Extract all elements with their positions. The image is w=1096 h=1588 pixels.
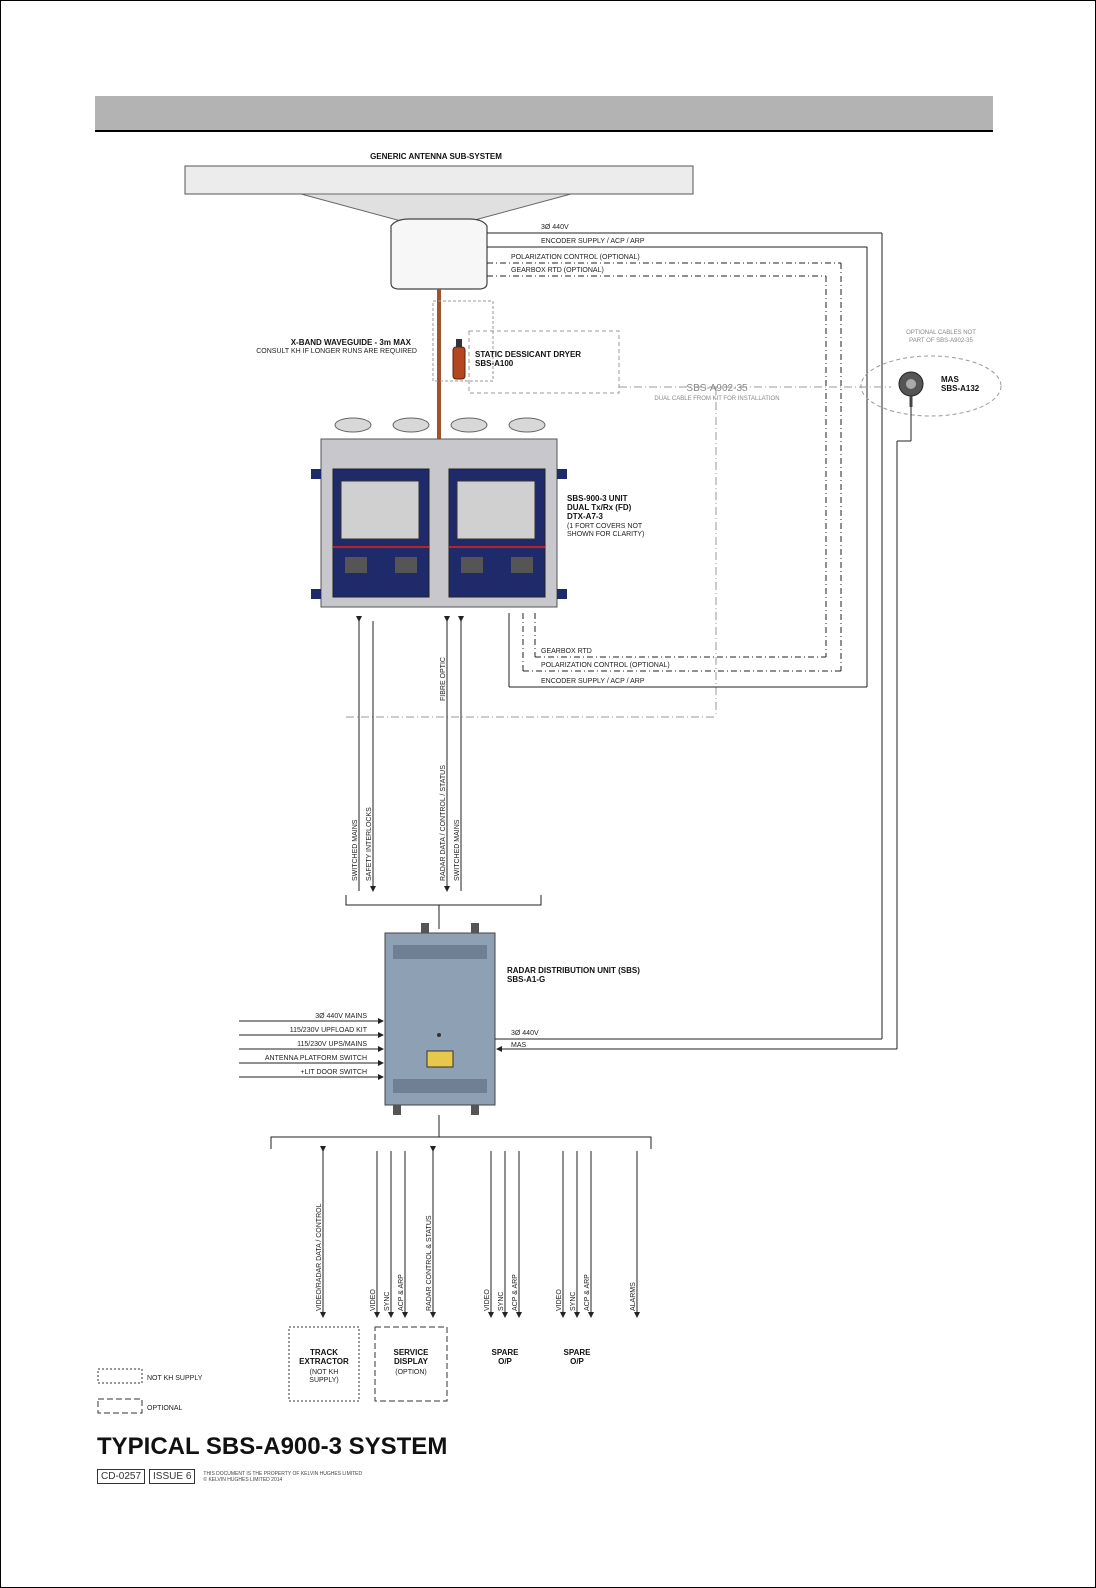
out-svc-3-label: ACP & ARP xyxy=(398,1274,405,1311)
service-display-box xyxy=(374,1326,448,1402)
unit-sig-gearbox: GEARBOX RTD xyxy=(541,648,592,655)
legend-optional: OPTIONAL xyxy=(147,1405,183,1412)
rdu-model: SBS-A1-G xyxy=(507,975,545,984)
waveguide-sub: CONSULT KH IF LONGER RUNS ARE REQUIRED xyxy=(256,348,417,355)
antenna-gearbox xyxy=(390,218,488,290)
footer-note-2: © KELVIN HUGHES LIMITED 2014 xyxy=(203,1476,283,1483)
out-sp1-2-label: SYNC xyxy=(498,1292,505,1311)
footer: CD-0257 ISSUE 6 THIS DOCUMENT IS THE PRO… xyxy=(97,1469,362,1484)
antenna-mount xyxy=(300,193,572,222)
out-svc-2-label: SYNC xyxy=(384,1292,391,1311)
footer-note: THIS DOCUMENT IS THE PROPERTY OF KELVIN … xyxy=(203,1471,362,1483)
out-alarms-label: ALARMS xyxy=(630,1282,637,1311)
txrx-line1: SBS-900-3 UNIT xyxy=(567,494,628,503)
waveguide-title: X-BAND WAVEGUIDE - 3m MAX xyxy=(291,338,412,347)
spare2-1: SPARE xyxy=(564,1348,592,1357)
sig-polarization: POLARIZATION CONTROL (OPTIONAL) xyxy=(511,254,640,261)
txrx-unit xyxy=(311,417,567,608)
sig-3ph: 3Ø 440V xyxy=(541,224,569,231)
legend-not-supply-swatch xyxy=(97,1368,143,1384)
txrx-note1: (1 FORT COVERS NOT xyxy=(567,523,643,530)
txrx-line2: DUAL Tx/Rx (FD) xyxy=(567,503,632,512)
sig-encoder: ENCODER SUPPLY / ACP / ARP xyxy=(541,238,645,245)
rdu-unit xyxy=(384,923,496,1115)
vlink-4: SWITCHED MAINS xyxy=(454,819,461,881)
output-bus xyxy=(270,1136,652,1149)
rdu-right-1: 3Ø 440V xyxy=(511,1030,539,1037)
legend-optional-swatch xyxy=(97,1398,143,1414)
unit-sig-polarization: POLARIZATION CONTROL (OPTIONAL) xyxy=(541,662,670,669)
vlink-1: SWITCHED MAINS xyxy=(352,819,359,881)
mas-icon-center xyxy=(906,379,916,389)
rdu-right-2: MAS xyxy=(511,1042,527,1049)
rdu-in-4-label: ANTENNA PLATFORM SWITCH xyxy=(265,1055,367,1062)
doc-number: CD-0257 xyxy=(97,1469,146,1484)
dryer-name: STATIC DESSICANT DRYER xyxy=(475,350,581,359)
out-sp2-2-label: SYNC xyxy=(570,1292,577,1311)
txrx-note2: SHOWN FOR CLARITY) xyxy=(567,531,644,538)
out-sp1-3-label: ACP & ARP xyxy=(512,1274,519,1311)
out-svc-4-label: RADAR CONTROL & STATUS xyxy=(426,1215,433,1311)
cable-a902-sub: DUAL CABLE FROM KIT FOR INSTALLATION xyxy=(654,396,779,402)
footer-note-1: THIS DOCUMENT IS THE PROPERTY OF KELVIN … xyxy=(203,1470,363,1477)
track-3: (NOT KH xyxy=(310,1369,339,1376)
track-1: TRACK xyxy=(310,1348,338,1357)
spare1-1: SPARE xyxy=(492,1348,520,1357)
track-2: EXTRACTOR xyxy=(299,1357,349,1366)
track-4: SUPPLY) xyxy=(309,1377,338,1384)
vlink-3: RADAR DATA / CONTROL / STATUS xyxy=(440,765,447,881)
rdu-in-3-label: 115/230V UPS/MAINS xyxy=(297,1041,367,1048)
svc-1: SERVICE xyxy=(394,1348,430,1357)
svc-3: (OPTION) xyxy=(395,1369,427,1376)
mas-model: SBS-A132 xyxy=(941,384,980,393)
out-track-label: VIDEO/RADAR DATA / CONTROL xyxy=(316,1203,323,1311)
dryer-icon xyxy=(452,346,466,380)
spare1-2: O/P xyxy=(498,1357,512,1366)
dryer-model: SBS-A100 xyxy=(475,359,514,368)
page-title: TYPICAL SBS-A900-3 SYSTEM xyxy=(97,1433,448,1460)
optional-note-2: PART OF SBS-A902-35 xyxy=(909,338,973,344)
vlink-5: FIBRE OPTIC xyxy=(440,657,447,701)
optional-note-1: OPTIONAL CABLES NOT xyxy=(906,330,976,336)
issue-number: ISSUE 6 xyxy=(149,1469,196,1484)
rdu-name: RADAR DISTRIBUTION UNIT (SBS) xyxy=(507,966,640,975)
legend-not-supply: NOT KH SUPPLY xyxy=(147,1375,203,1382)
antenna-label: GENERIC ANTENNA SUB-SYSTEM xyxy=(370,152,502,161)
svc-2: DISPLAY xyxy=(394,1357,429,1366)
rdu-in-5-label: +LIT DOOR SWITCH xyxy=(300,1069,367,1076)
mas-optional-frame xyxy=(860,355,1002,417)
antenna-array xyxy=(184,165,694,195)
unit-sig-encoder: ENCODER SUPPLY / ACP / ARP xyxy=(541,678,645,685)
out-svc-1-label: VIDEO xyxy=(370,1289,377,1311)
rdu-in-2-label: 115/230V UPFLOAD KIT xyxy=(290,1027,368,1034)
mas-name: MAS xyxy=(941,375,959,384)
out-sp2-3-label: ACP & ARP xyxy=(584,1274,591,1311)
sig-gearbox-rtd: GEARBOX RTD (OPTIONAL) xyxy=(511,267,604,274)
header-bar xyxy=(95,96,993,132)
spare2-2: O/P xyxy=(570,1357,584,1366)
out-sp2-1-label: VIDEO xyxy=(556,1289,563,1311)
dryer-frame xyxy=(432,300,494,382)
dryer-cap xyxy=(456,339,462,347)
vlink-2: SAFETY INTERLOCKS xyxy=(366,807,373,881)
out-sp1-1-label: VIDEO xyxy=(484,1289,491,1311)
txrx-line3: DTX-A7-3 xyxy=(567,512,604,521)
dryer-label-frame xyxy=(468,330,620,394)
rdu-in-1-label: 3Ø 440V MAINS xyxy=(315,1013,367,1020)
link-bracket xyxy=(345,895,542,906)
cable-a902-name: SBS-A902-35 xyxy=(686,383,748,394)
